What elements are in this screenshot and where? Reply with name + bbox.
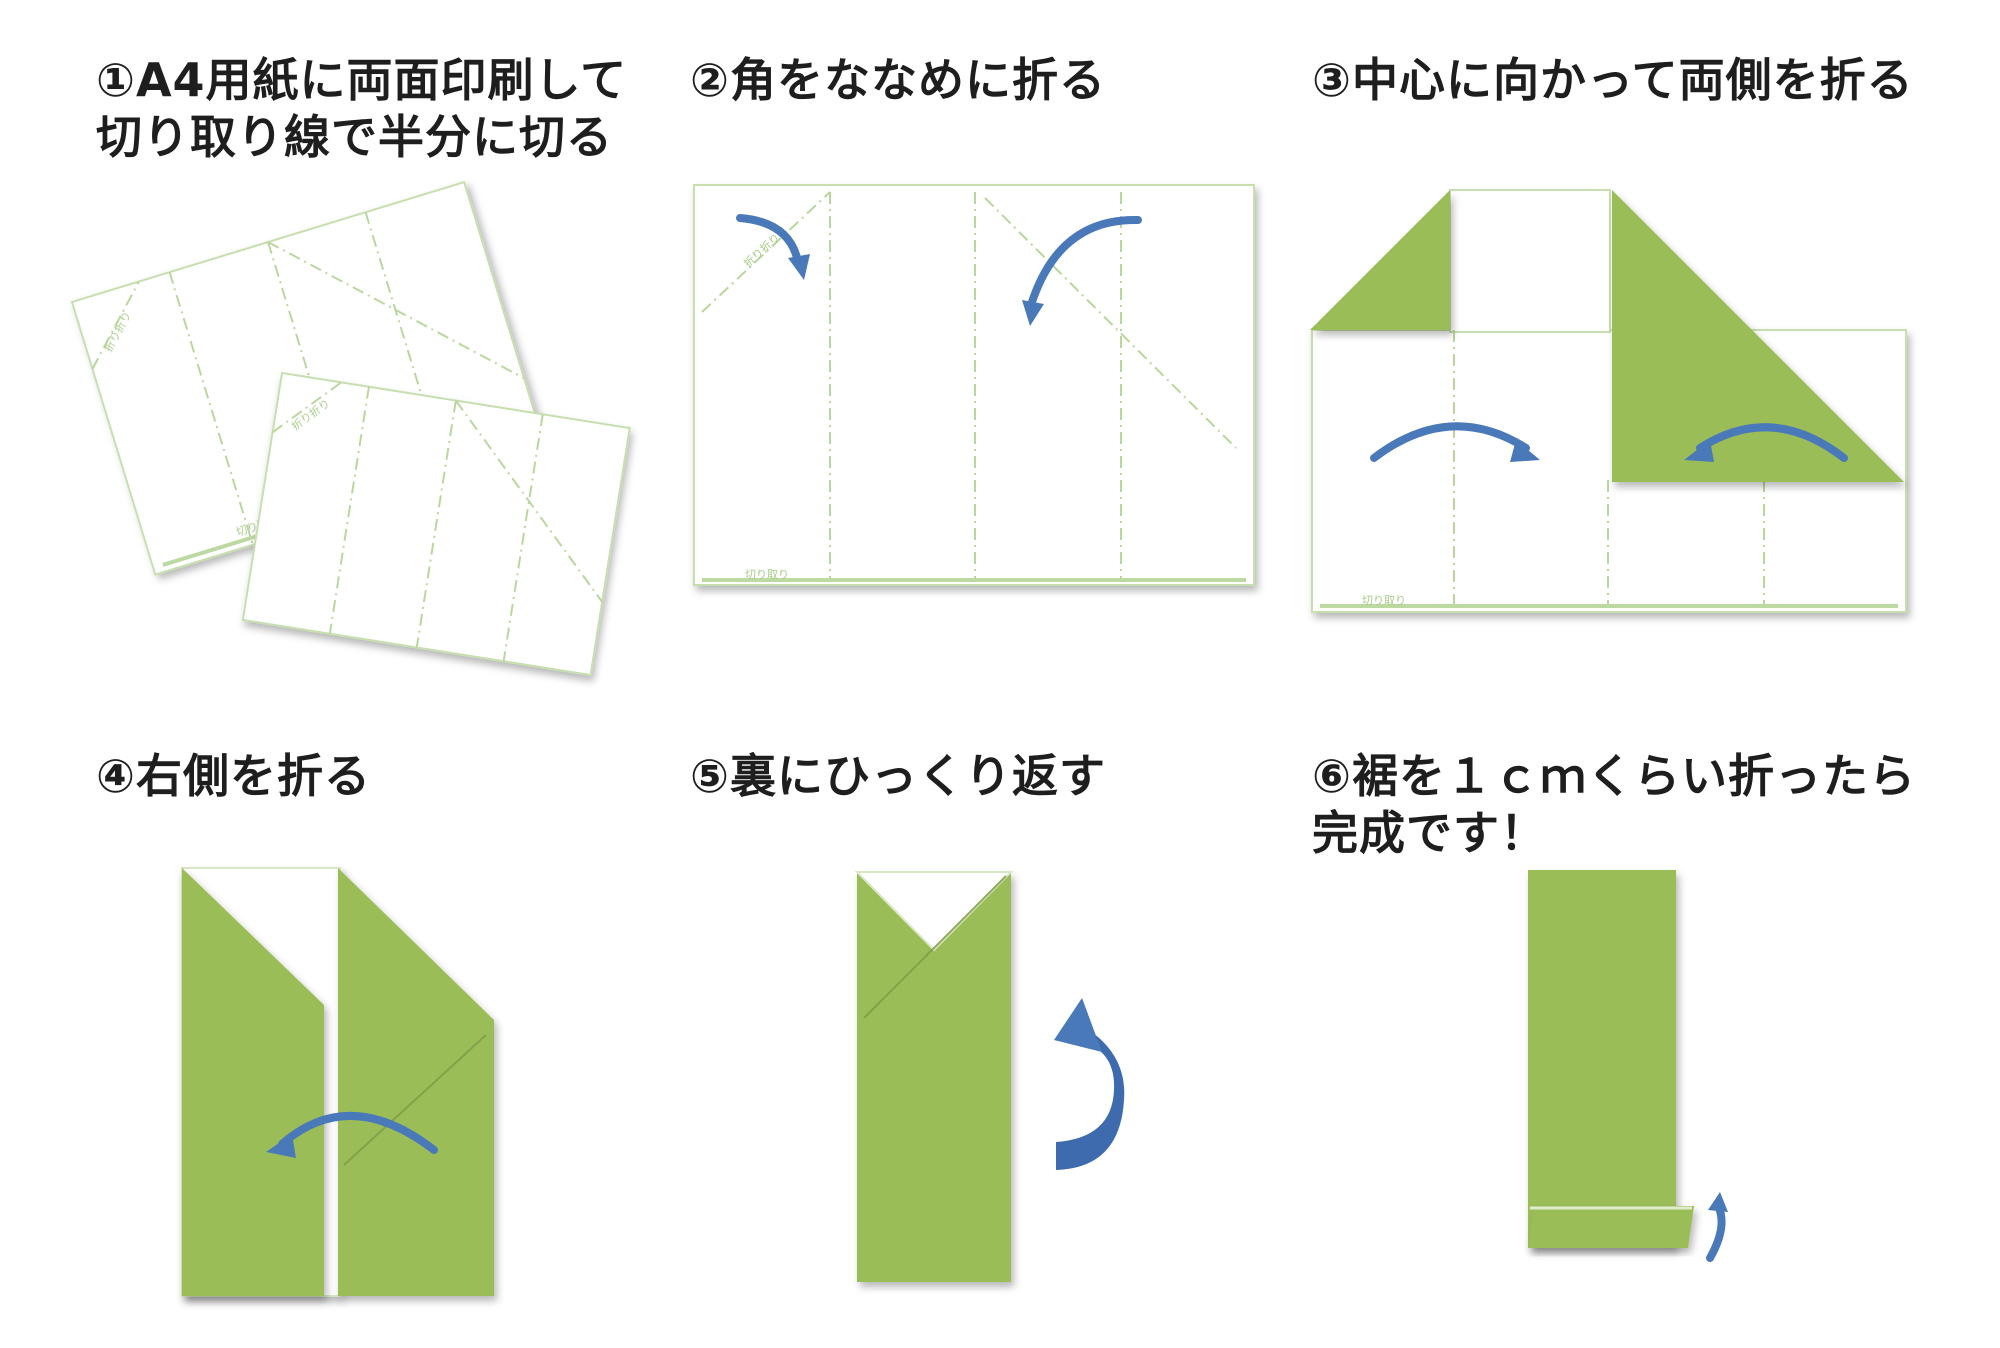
step-6-line-1: ⑥裾を１ｃｍくらい折ったら	[1312, 749, 1916, 803]
step-4-left-flap	[182, 868, 324, 1296]
step-1-caption: ①A4用紙に両面印刷して 切り取り線で半分に切る	[96, 52, 627, 166]
step-5-white-collar	[854, 871, 1014, 952]
step-1-front-sheet: 折り折り	[241, 371, 631, 677]
step-3-line-1: ③中心に向かって両側を折る	[1312, 53, 1914, 107]
step-1-illustration: 折り折り 切り取り 折り折り	[70, 180, 631, 677]
step-2-illustration: 折り折り 切り取り	[693, 184, 1255, 586]
step-2-cut-label: 切り取り	[745, 568, 789, 581]
step-4-illustration	[181, 867, 494, 1297]
step-4-fold-arrow	[266, 1112, 438, 1158]
step-3-cut-label: 切り取り	[1362, 594, 1406, 607]
step-5-folded-body	[857, 872, 1011, 1282]
step-3-right-green-flap	[1612, 190, 1904, 482]
step-4-caption: ④右側を折る	[96, 748, 371, 805]
step-2-fold-arrow-left	[736, 214, 810, 280]
step-2-caption: ②角をななめに折る	[690, 52, 1106, 109]
step-1-line-1: ①A4用紙に両面印刷して	[96, 53, 628, 107]
step-6-caption: ⑥裾を１ｃｍくらい折ったら 完成です！	[1312, 748, 1916, 862]
step-5-caption: ⑤裏にひっくり返す	[690, 748, 1106, 805]
step-6-finished-strip	[1528, 870, 1676, 1248]
step-5-line-1: ⑤裏にひっくり返す	[690, 749, 1106, 803]
step-5-flip-arrow	[1054, 998, 1125, 1170]
step-3-fold-arrow-left	[1370, 422, 1540, 462]
step-5-illustration	[854, 871, 1125, 1282]
step-2-fold-arrow-right	[1022, 215, 1142, 326]
step-4-line-1: ④右側を折る	[96, 749, 371, 803]
step-3-left-green-flap	[1310, 190, 1450, 330]
step-5-crease	[863, 875, 1007, 1019]
step-1-line-2: 切り取り線で半分に切る	[96, 110, 613, 164]
step-6-line-2: 完成です！	[1312, 806, 1547, 860]
step-3-fold-arrow-right	[1684, 423, 1848, 462]
step-4-right-flap	[338, 868, 494, 1296]
step-6-folded-hem	[1528, 1206, 1694, 1248]
step-3-center-strip	[1449, 189, 1611, 333]
step-6-fold-arrow	[1706, 1192, 1728, 1262]
step-3-illustration: 切り取り	[1310, 189, 1907, 613]
step-2-line-1: ②角をななめに折る	[690, 53, 1106, 107]
step-6-illustration	[1528, 870, 1728, 1262]
step-4-crease	[343, 1034, 487, 1166]
step-3-caption: ③中心に向かって両側を折る	[1312, 52, 1914, 109]
